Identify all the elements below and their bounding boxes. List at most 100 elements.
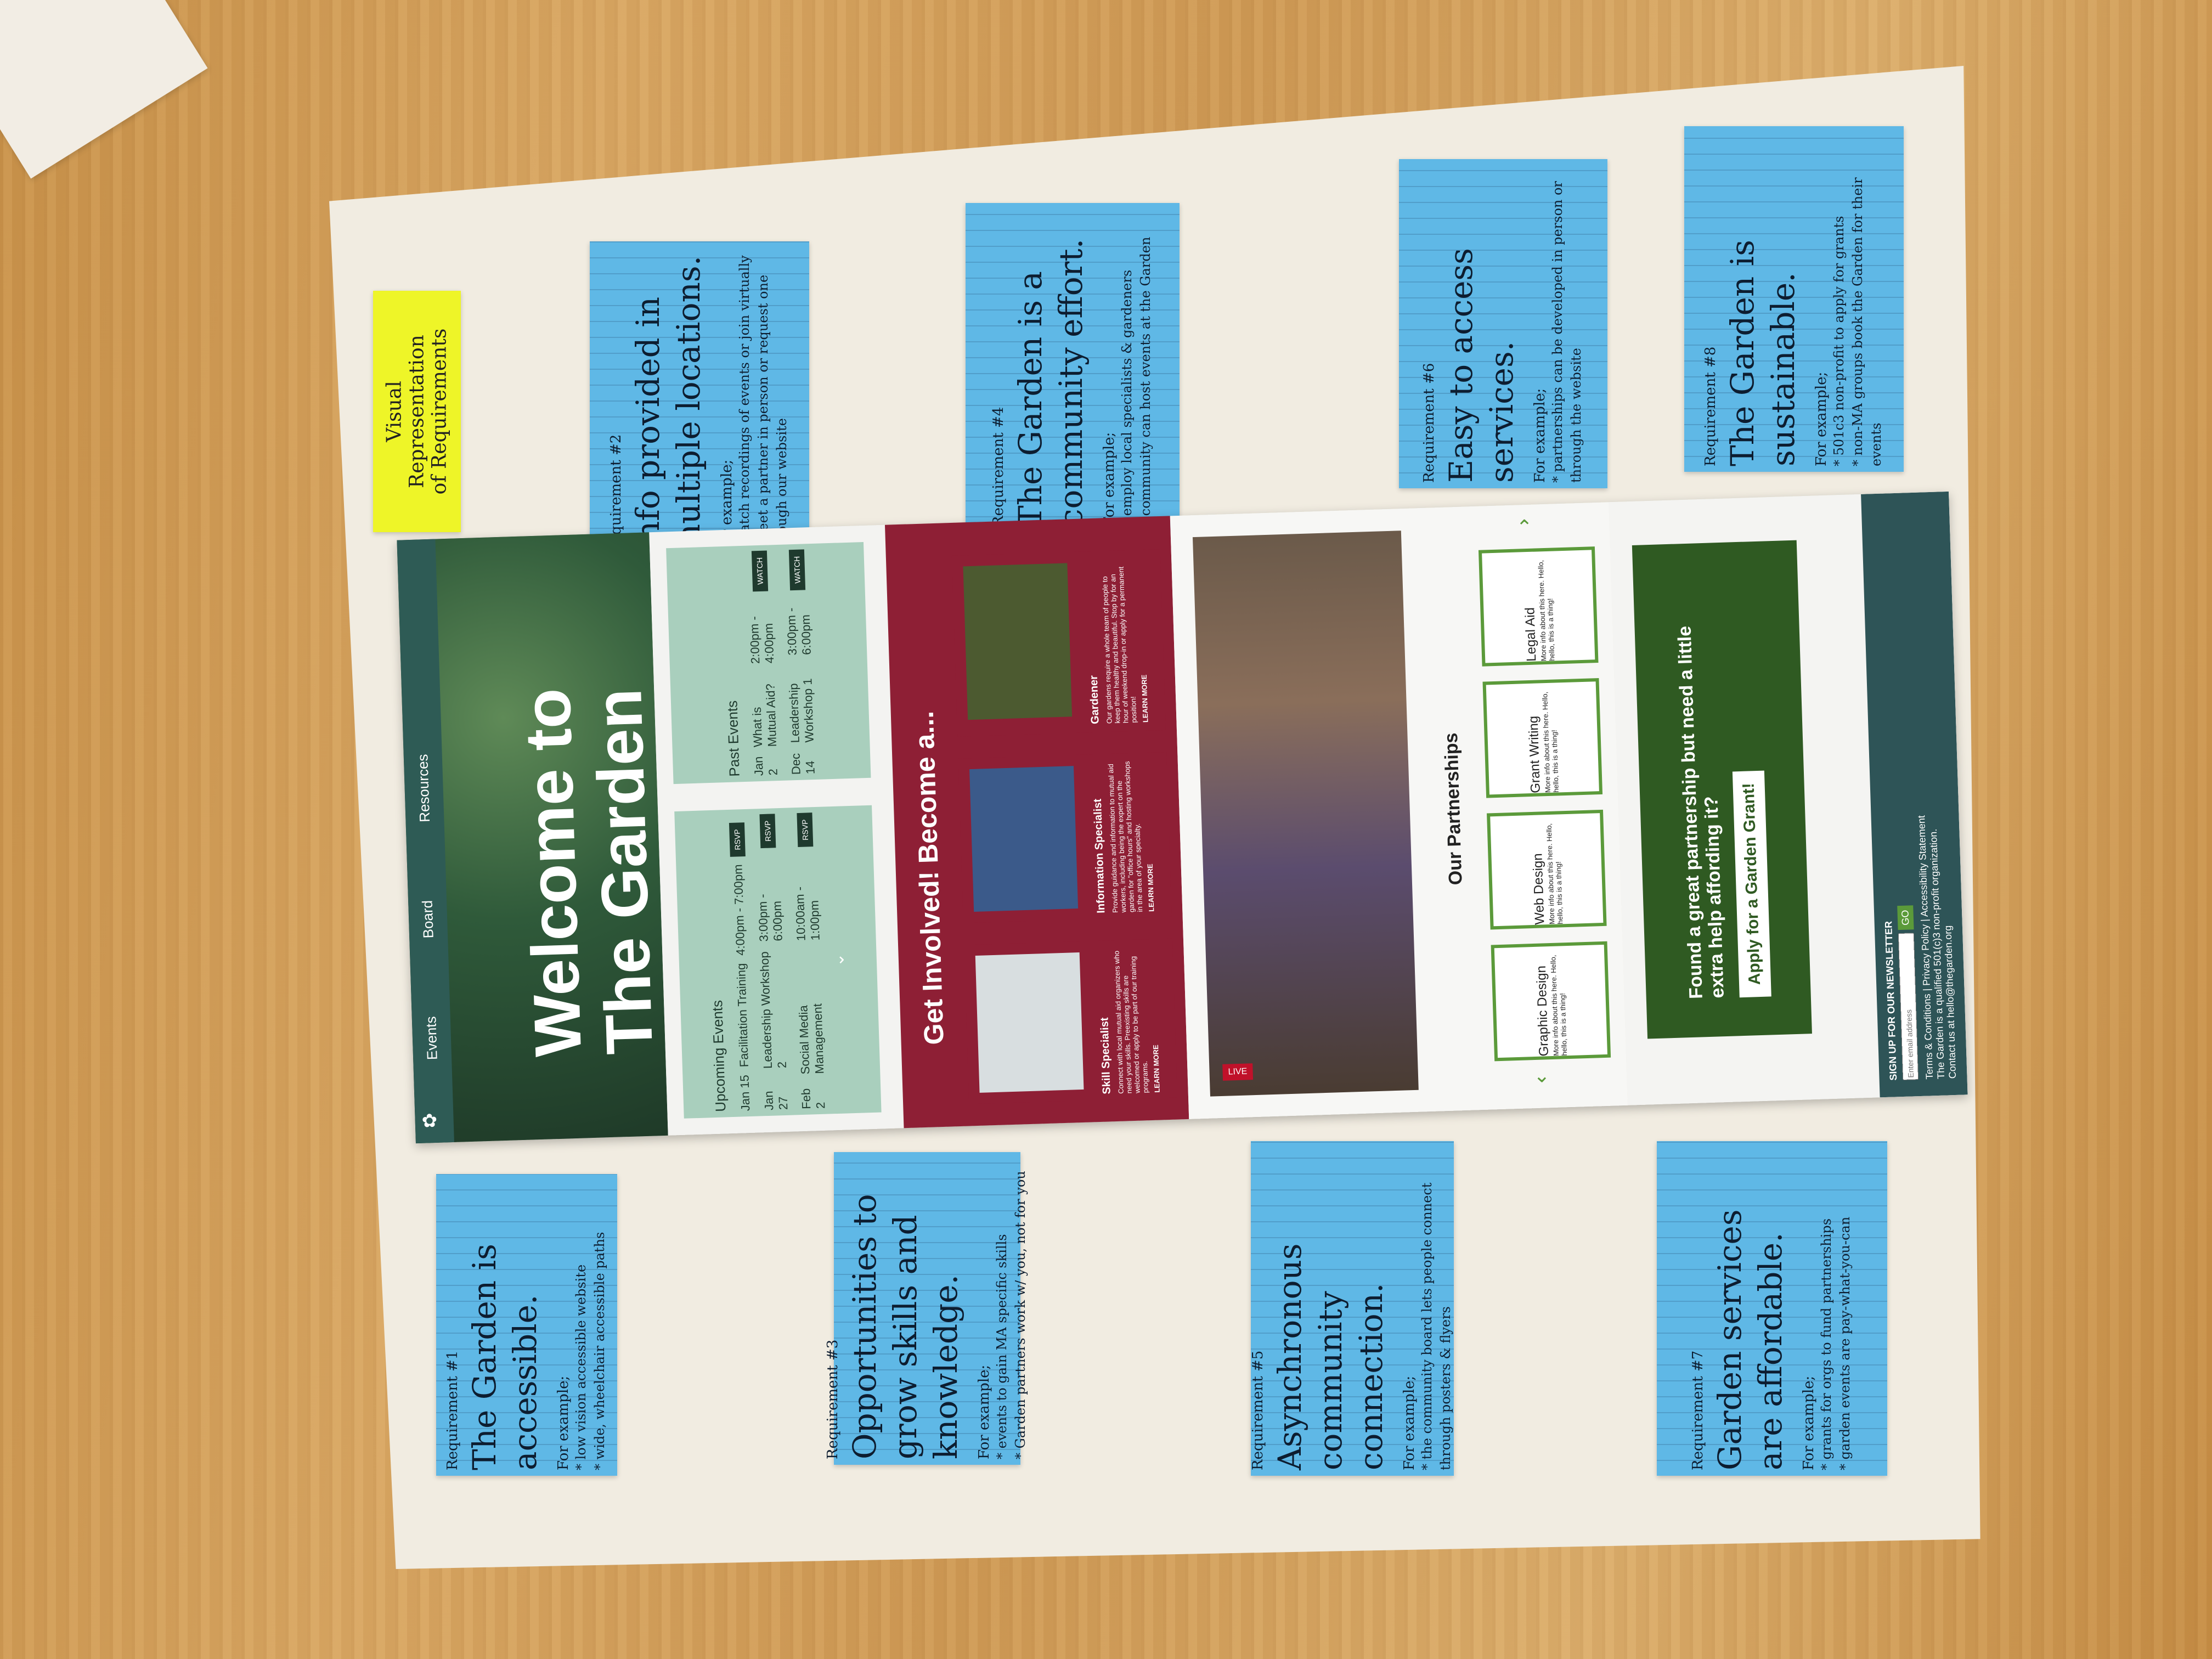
event-name: Social Media Management: [796, 1003, 827, 1075]
upcoming-events-panel: Upcoming Events Jan 15 Facilitation Trai…: [674, 805, 882, 1119]
event-time: 4:00pm - 7:00pm: [731, 864, 748, 956]
requirement-label: Requirement #4: [990, 407, 1007, 527]
event-row: Jan 27 Leadership Workshop 2 3:00pm - 6:…: [753, 814, 791, 1110]
nav-events[interactable]: Events: [422, 1016, 441, 1060]
requirement-card-5: Requirement #5 Asynchronous community co…: [1250, 1141, 1454, 1476]
event-date: Jan 27: [761, 1091, 791, 1111]
requirement-line: * Garden partners work w/ you, not for y…: [1013, 1171, 1028, 1459]
partner-desc: More info about this here. Hello, hello,…: [1541, 691, 1560, 793]
requirement-card-2: Requirement #2 Info provided in multiple…: [590, 241, 809, 560]
requirement-line: * wide, wheelchair accessible paths: [592, 1232, 607, 1470]
requirement-line: * low vision accessible website: [573, 1264, 589, 1470]
requirement-card-4: Requirement #4 The Garden is a community…: [966, 203, 1180, 532]
requirement-label: Requirement #5: [1250, 1350, 1266, 1470]
rsvp-button[interactable]: RSVP: [797, 812, 814, 848]
hero-section: ✿ Events Board Resources Welcome to The …: [397, 532, 668, 1144]
requirement-example: For example;: [1813, 371, 1830, 466]
requirement-label: Requirement #1: [444, 1350, 461, 1470]
requirement-line: * employ local specialists & gardeners: [1119, 269, 1135, 527]
nav-resources[interactable]: Resources: [414, 754, 433, 823]
requirement-title: Info provided in multiple locations.: [629, 255, 707, 554]
event-name: Leadership Workshop 2: [757, 951, 789, 1069]
learn-more-link[interactable]: LEARN MORE: [1140, 674, 1150, 723]
requirement-title: Opportunities to grow skills and knowled…: [846, 1194, 964, 1459]
requirement-title: Asynchronous community connection.: [1271, 1243, 1390, 1470]
rsvp-button[interactable]: RSVP: [729, 822, 746, 857]
past-events-panel: Past Events Jan 2 What is Mutual Aid? 2:…: [666, 542, 871, 785]
requirement-card-3: Requirement #3 Opportunities to grow ski…: [825, 1152, 1028, 1465]
role-photo: [963, 563, 1073, 720]
hero-title: Welcome to The Garden: [510, 687, 667, 1058]
event-name: Leadership Workshop 1: [786, 678, 816, 743]
requirement-card-8: Requirement #8 The Garden is sustainable…: [1684, 126, 1904, 472]
apply-grant-button[interactable]: Apply for a Garden Grant!: [1732, 770, 1771, 998]
requirement-example: For example;: [555, 1375, 572, 1470]
go-button[interactable]: GO: [1897, 905, 1914, 930]
community-board-video[interactable]: LIVE: [1192, 531, 1419, 1097]
flower-logo-icon[interactable]: ✿: [421, 1110, 438, 1132]
sticky-line-2: of Requirements: [428, 328, 451, 495]
event-row: Dec 14 Leadership Workshop 1 3:00pm - 6:…: [782, 549, 818, 775]
requirement-line: * 501c3 non-profit to apply for grants: [1831, 216, 1847, 466]
grant-callout: Found a great partnership but need a lit…: [1632, 540, 1812, 1039]
requirement-label: Requirement #2: [608, 434, 624, 554]
hero-title-wrap: Welcome to The Garden: [498, 614, 668, 1058]
requirement-example: For example;: [1101, 432, 1118, 527]
requirement-line: * grants for orgs to fund partnerships: [1819, 1218, 1834, 1470]
sticky-note: Visual Representation of Requirements: [373, 291, 461, 532]
requirement-line: * watch recordings of events or join vir…: [737, 255, 752, 554]
event-row: Feb 2 Social Media Management 10:00am - …: [790, 812, 828, 1109]
requirement-line: * garden events are pay-what-you-can: [1837, 1216, 1853, 1470]
partner-desc: More info about this here. Hello, hello,…: [1544, 823, 1565, 925]
role-photo: [969, 766, 1079, 912]
past-events-title: Past Events: [724, 700, 743, 777]
event-date: Jan 15: [737, 1074, 753, 1111]
chevron-down-icon[interactable]: ⌄: [829, 952, 848, 967]
role-name: Gardener: [1088, 675, 1102, 725]
partner-desc: More info about this here. Hello, hello,…: [1549, 955, 1568, 1057]
event-name: What is Mutual Aid?: [749, 683, 780, 748]
watch-button[interactable]: WATCH: [751, 550, 769, 592]
rsvp-button[interactable]: RSVP: [759, 814, 776, 849]
chevron-up-icon[interactable]: ⌃: [1516, 515, 1533, 539]
role-name: Information Specialist: [1092, 798, 1108, 914]
role-card-information-specialist: Information Specialist Provide guidance …: [958, 752, 1172, 923]
requirement-label: Requirement #8: [1702, 346, 1719, 466]
chevron-down-icon[interactable]: ⌄: [1533, 1064, 1550, 1087]
requirement-example: For example;: [1401, 1375, 1418, 1470]
requirement-line: * meet a partner in person or request on…: [755, 274, 789, 554]
events-section: Upcoming Events Jan 15 Facilitation Trai…: [649, 524, 904, 1136]
role-name: Skill Specialist: [1098, 1017, 1114, 1094]
requirement-example: For example;: [1801, 1375, 1817, 1470]
newsletter-email-input[interactable]: [1898, 933, 1919, 1080]
requirement-line: * partnerships can be developed in perso…: [1550, 181, 1584, 483]
partnerships-title-wrap: Our Partnerships: [1431, 617, 1476, 1002]
sticky-line-1: Visual Representation: [383, 335, 428, 488]
watch-button[interactable]: WATCH: [788, 549, 806, 591]
requirement-title: Garden services are affordable.: [1711, 1209, 1789, 1470]
requirement-card-7: Requirement #7 Garden services are affor…: [1657, 1141, 1887, 1476]
event-date: Dec 14: [788, 753, 817, 775]
website-mockup: ✿ Events Board Resources Welcome to The …: [397, 491, 1968, 1144]
upcoming-events-title: Upcoming Events: [709, 1000, 729, 1113]
requirement-title: The Garden is accessible.: [466, 1244, 544, 1470]
requirement-line: * the community board lets people connec…: [1419, 1182, 1453, 1470]
requirement-card-1: Requirement #1 The Garden is accessible.…: [436, 1174, 617, 1476]
learn-more-link[interactable]: LEARN MORE: [1146, 864, 1156, 912]
nav-board[interactable]: Board: [419, 900, 437, 939]
requirement-card-6: Requirement #6 Easy to access services. …: [1399, 159, 1607, 488]
grant-text: Found a great partnership but need a lit…: [1674, 625, 1728, 1000]
requirement-example: For example;: [1532, 388, 1548, 483]
learn-more-link[interactable]: LEARN MORE: [1152, 1045, 1162, 1093]
requirement-title: The Garden is a community effort.: [1012, 238, 1090, 527]
event-name: Facilitation Training: [733, 963, 751, 1068]
requirement-label: Requirement #3: [825, 1339, 841, 1459]
event-time: 3:00pm - 6:00pm: [784, 607, 814, 656]
requirement-line: * non-MA groups book the Garden for thei…: [1850, 177, 1884, 466]
event-row: Jan 2 What is Mutual Aid? 2:00pm - 4:00p…: [745, 550, 781, 776]
